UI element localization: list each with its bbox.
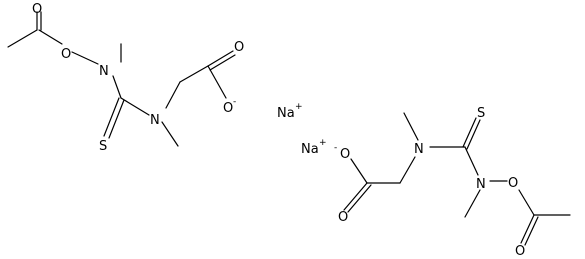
bond (518, 189, 535, 216)
atom-o-acid-double: O (234, 40, 244, 55)
atom-n-hydroxyl: N (476, 177, 486, 192)
sodium-ion: Na (277, 106, 295, 121)
bond (207, 65, 227, 99)
atom-o-ester: O (61, 47, 71, 62)
bond (38, 29, 63, 45)
left-anion: O O N N S O O - (7, 2, 244, 154)
atom-o-acid-single: O (223, 101, 233, 116)
atom-o-ester: O (508, 176, 518, 191)
bond (462, 117, 477, 148)
atom-o-carbonyl: O (32, 2, 42, 17)
bond (179, 65, 209, 83)
bond (209, 54, 236, 71)
charge-minus: - (334, 143, 337, 153)
bond (399, 156, 416, 184)
bond (7, 29, 38, 48)
sodium-ion: Na (301, 142, 319, 157)
bond (524, 216, 539, 246)
bond (464, 146, 479, 176)
atom-o-carbonyl: O (515, 244, 525, 259)
bond (464, 189, 481, 218)
right-anion: - O N S N O O O (334, 106, 571, 259)
bond (161, 121, 179, 147)
bond (103, 97, 120, 137)
bond (108, 99, 125, 139)
bond (207, 50, 234, 67)
bond (343, 182, 368, 211)
bond (347, 184, 372, 213)
atom-n-ring: N (414, 142, 424, 157)
counterions: Na + Na + (277, 102, 327, 157)
bond (466, 119, 481, 150)
atom-s-thio: S (99, 139, 107, 154)
bond (165, 81, 181, 109)
charge-minus: - (233, 97, 236, 107)
charge-plus: + (319, 138, 327, 148)
bond (120, 97, 150, 116)
atom-o-acid-single: O (340, 147, 350, 162)
bond (403, 112, 419, 141)
atom-s-thio: S (477, 106, 485, 121)
atom-n-ring: N (150, 113, 160, 128)
bond (350, 158, 368, 184)
bond (112, 75, 122, 99)
atom-o-acid-double: O (338, 210, 348, 225)
atom-n-hydroxyl: N (99, 64, 109, 79)
bond (520, 214, 535, 244)
bond (71, 51, 99, 65)
charge-plus: + (295, 102, 303, 112)
